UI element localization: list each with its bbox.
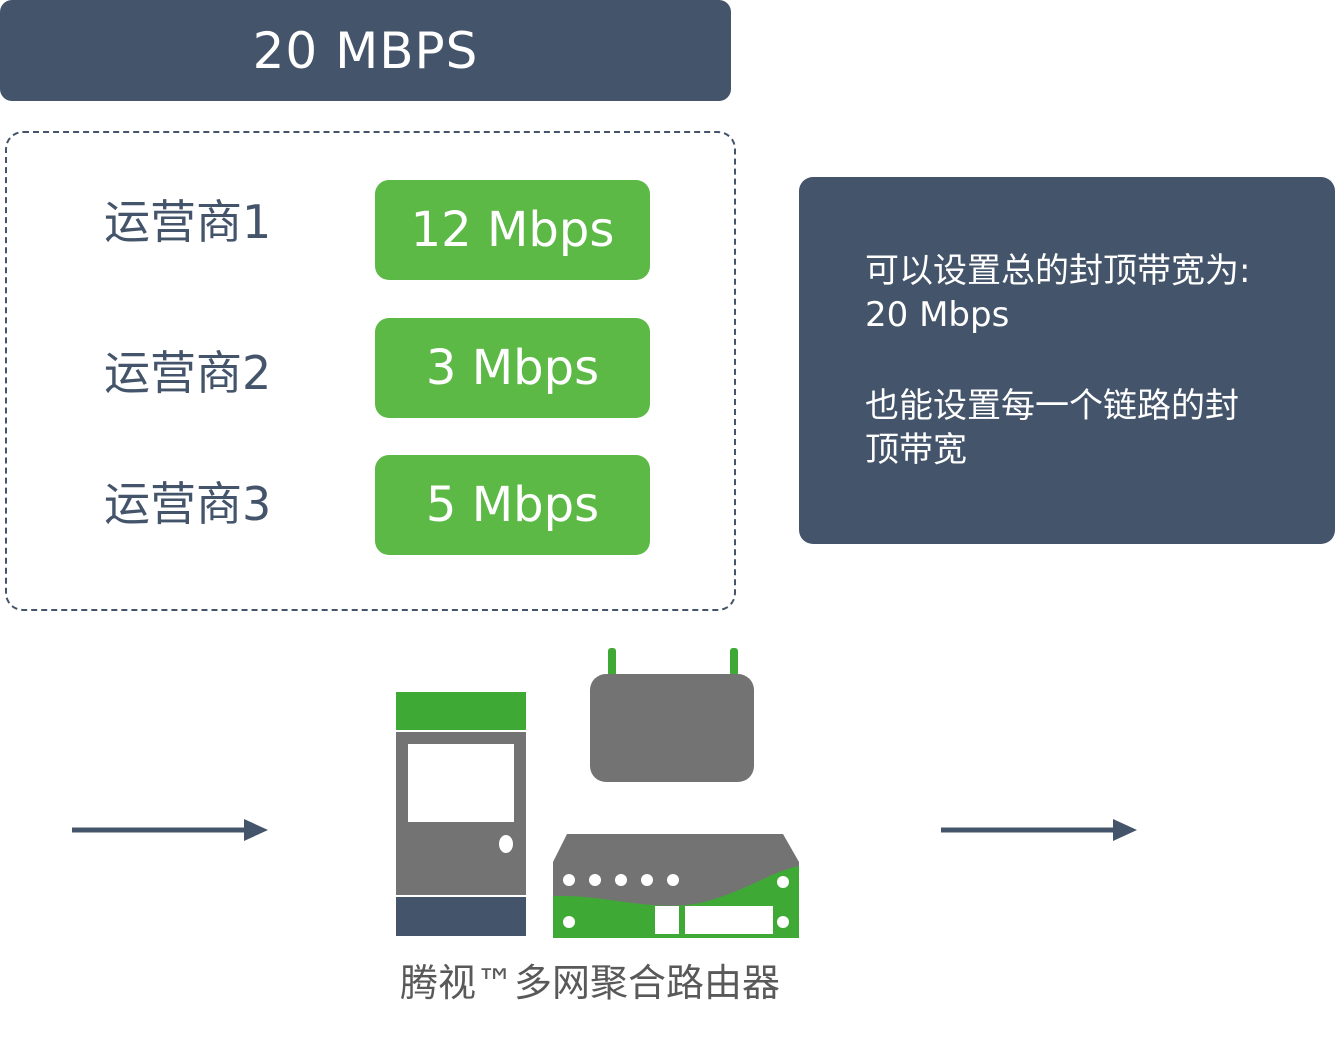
total-bandwidth-bar: 20 MBPS	[0, 0, 731, 101]
info-line-4: 顶带宽	[865, 430, 967, 470]
wireless-router-icon	[590, 648, 754, 782]
aggregation-router-icon	[553, 834, 799, 938]
carrier-label-2: 运营商2	[104, 346, 272, 400]
output-arrow-icon	[941, 819, 1137, 841]
total-bandwidth-label: 20 MBPS	[252, 21, 479, 80]
device-caption: 腾视™多网聚合路由器	[399, 961, 780, 1005]
carrier-label-1: 运营商1	[104, 195, 272, 249]
input-arrow-icon	[72, 819, 268, 841]
carrier-bandwidth-3: 5 Mbps	[375, 455, 650, 555]
carrier-label-3: 运营商3	[104, 477, 272, 531]
server-tower-icon	[396, 692, 526, 936]
info-line-3: 也能设置每一个链路的封	[865, 386, 1239, 426]
carrier-bandwidth-2: 3 Mbps	[375, 318, 650, 418]
carrier-group-box	[5, 131, 736, 611]
carrier-bandwidth-1-text: 12 Mbps	[410, 202, 615, 258]
info-line-2: 20 Mbps	[865, 295, 1010, 335]
info-box: 可以设置总的封顶带宽为: 20 Mbps 也能设置每一个链路的封 顶带宽	[799, 177, 1335, 544]
carrier-bandwidth-2-text: 3 Mbps	[425, 340, 600, 396]
info-line-1: 可以设置总的封顶带宽为:	[865, 251, 1251, 291]
carrier-bandwidth-3-text: 5 Mbps	[425, 477, 600, 533]
carrier-bandwidth-1: 12 Mbps	[375, 180, 650, 280]
